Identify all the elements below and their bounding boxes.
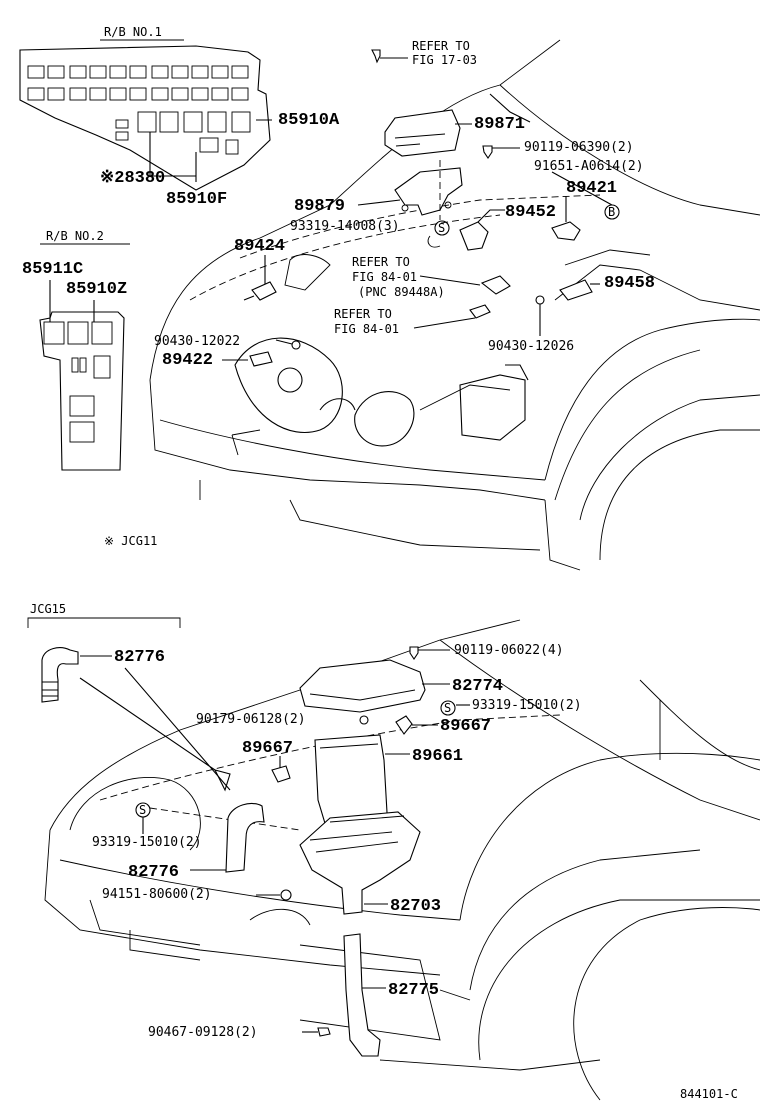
rb2-header: R/B NO.2 bbox=[46, 229, 104, 243]
part-89871: 89871 bbox=[474, 115, 525, 134]
bolt-93319-15010-right: S 93319-15010(2) bbox=[440, 698, 582, 716]
part-85910F: 85910F bbox=[166, 190, 227, 209]
part-89421: 89421 bbox=[566, 179, 617, 198]
part-89879: 89879 bbox=[294, 197, 345, 216]
bracket-89879: 89879 93319-14008(3) S bbox=[290, 160, 463, 248]
hose-82776-detail: 82776 bbox=[41, 647, 231, 792]
part-90119-06390: 90119-06390(2) bbox=[524, 140, 634, 155]
part-90430-12022: 90430-12022 bbox=[154, 334, 240, 349]
bolt-93319-15010-left: S 93319-15010(2) bbox=[92, 802, 301, 850]
ref-fig-84-01-a: REFER TO FIG 84-01 (PNC 89448A) bbox=[352, 255, 511, 299]
svg-text:FIG 84-01: FIG 84-01 bbox=[334, 322, 399, 336]
part-82776-a: 82776 bbox=[114, 648, 165, 667]
svg-text:FIG 17-03: FIG 17-03 bbox=[412, 53, 477, 67]
ref-fig-84-01-b: REFER TO FIG 84-01 bbox=[334, 304, 491, 336]
svg-text:(PNC 89448A): (PNC 89448A) bbox=[358, 285, 445, 299]
part-82776-b: 82776 bbox=[128, 863, 179, 882]
svg-text:B: B bbox=[608, 205, 615, 219]
part-89458: 89458 bbox=[604, 274, 655, 293]
part-89424: 89424 bbox=[234, 237, 285, 256]
figure-code: 844101-C bbox=[680, 1087, 738, 1101]
relay-block-1: R/B NO.1 85910A ※28380 bbox=[19, 25, 340, 209]
cover-82774: 82774 bbox=[299, 659, 503, 713]
ref-fig-17-03: REFER TO FIG 17-03 bbox=[371, 39, 477, 67]
part-93319-15010-right: 93319-15010(2) bbox=[472, 698, 582, 713]
sensor-89422: 90430-12022 89422 bbox=[154, 334, 301, 370]
hose-82776-installed: 82776 bbox=[128, 802, 265, 882]
top-section: R/B NO.1 85910A ※28380 bbox=[19, 25, 760, 571]
part-85910Z: 85910Z bbox=[66, 280, 127, 299]
part-91651-A0614: 91651-A0614(2) bbox=[534, 159, 644, 174]
nut-90179: 90179-06128(2) bbox=[196, 712, 369, 727]
part-82775: 82775 bbox=[388, 981, 439, 1000]
sensor-89458: 89458 90430-12026 bbox=[488, 274, 655, 354]
top-car-body bbox=[149, 39, 760, 571]
svg-text:S: S bbox=[438, 221, 445, 235]
part-90467-09128: 90467-09128(2) bbox=[148, 1025, 258, 1040]
part-89422: 89422 bbox=[162, 351, 213, 370]
part-90430-12026: 90430-12026 bbox=[488, 339, 574, 354]
bracket-89667-left: 89667 bbox=[242, 739, 293, 783]
part-93319-14008: 93319-14008(3) bbox=[290, 219, 400, 234]
section-label-jcg11: ※ JCG11 bbox=[104, 534, 157, 548]
ecu-89661: 89661 bbox=[314, 734, 463, 841]
bottom-section: JCG15 82776 bbox=[27, 602, 760, 1101]
part-90119-06022: 90119-06022(4) bbox=[454, 643, 564, 658]
jcg15-label: JCG15 bbox=[30, 602, 66, 616]
part-89452: 89452 bbox=[505, 203, 556, 222]
case-82703: 82703 bbox=[299, 811, 441, 916]
part-85910A: 85910A bbox=[278, 111, 340, 130]
relay-block-2: R/B NO.2 85911C 85910Z bbox=[22, 229, 130, 471]
svg-text:REFER TO: REFER TO bbox=[352, 255, 410, 269]
part-82703: 82703 bbox=[390, 897, 441, 916]
part-90179-06128: 90179-06128(2) bbox=[196, 712, 306, 727]
svg-text:FIG 84-01: FIG 84-01 bbox=[352, 270, 417, 284]
ecu-89871: 89871 bbox=[384, 93, 531, 157]
part-93319-15010-left: 93319-15010(2) bbox=[92, 835, 202, 850]
sensor-89452: 89452 bbox=[459, 203, 556, 251]
part-85911C: 85911C bbox=[22, 260, 83, 279]
svg-text:S: S bbox=[139, 803, 146, 817]
part-82774: 82774 bbox=[452, 677, 503, 696]
rb1-header: R/B NO.1 bbox=[104, 25, 162, 39]
bolt-90119-06022: 90119-06022(4) bbox=[409, 643, 564, 660]
bracket-89667-right: 89667 bbox=[395, 715, 491, 736]
part-94151-80600: 94151-80600(2) bbox=[102, 887, 212, 902]
nut-94151: 94151-80600(2) bbox=[102, 887, 292, 902]
svg-text:REFER TO: REFER TO bbox=[334, 307, 392, 321]
bolt-90119-06390: 90119-06390(2) 91651-A0614(2) B 89421 bbox=[482, 140, 644, 241]
part-89661: 89661 bbox=[412, 747, 463, 766]
clip-90467: 90467-09128(2) bbox=[148, 1025, 331, 1040]
part-89667-left: 89667 bbox=[242, 739, 293, 758]
part-28380: ※28380 bbox=[100, 169, 165, 188]
svg-text:REFER TO: REFER TO bbox=[412, 39, 470, 53]
part-89667-right: 89667 bbox=[440, 717, 491, 736]
svg-text:S: S bbox=[444, 701, 451, 715]
duct-82775: 82775 bbox=[343, 933, 439, 1057]
sensor-89424: 89424 bbox=[234, 237, 285, 301]
